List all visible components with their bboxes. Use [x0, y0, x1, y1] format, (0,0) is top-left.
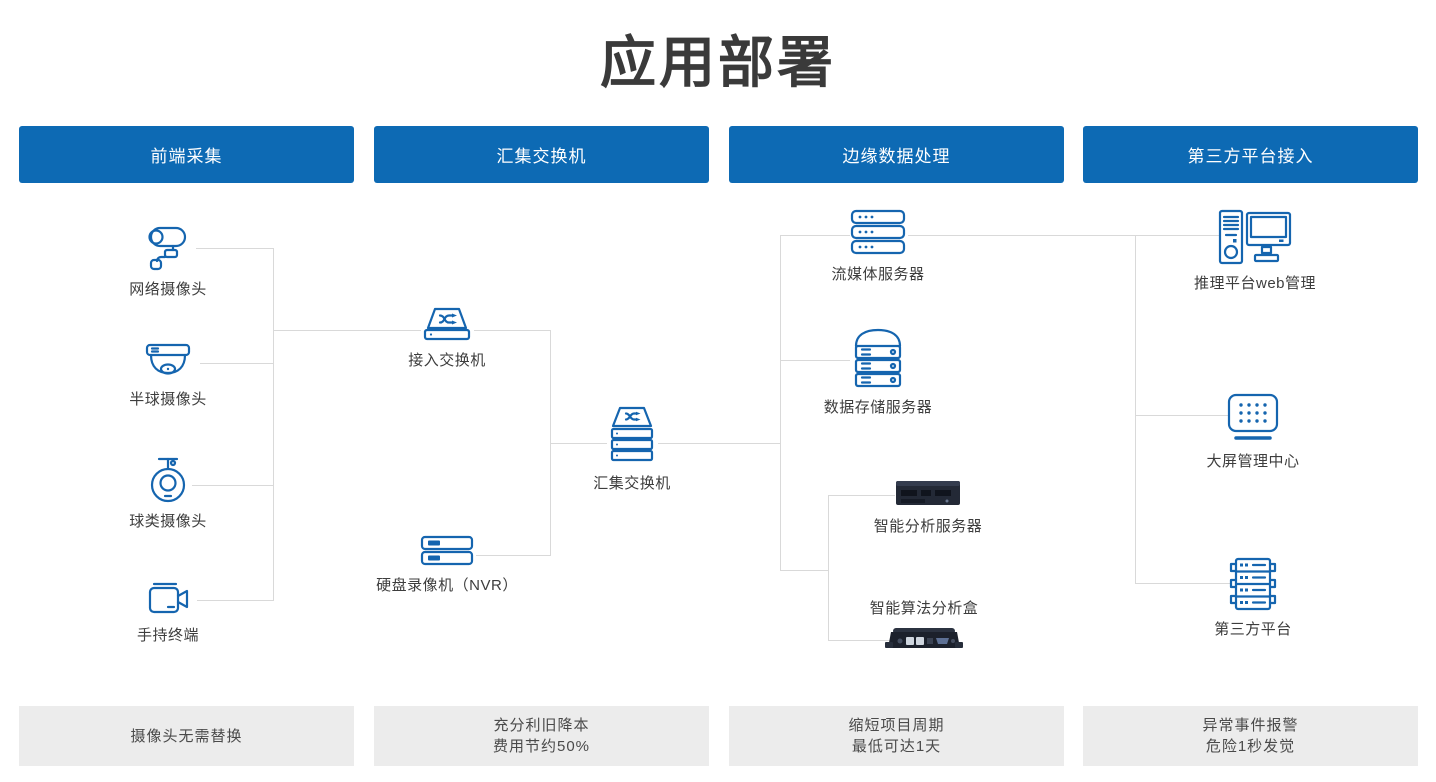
footer-line: 最低可达1天 — [851, 738, 942, 755]
node-label: 智能分析服务器 — [873, 518, 983, 535]
connector-line — [1135, 583, 1230, 584]
rack-server-photo — [896, 481, 960, 505]
connector-line — [273, 248, 274, 601]
node-label: 汇集交换机 — [593, 475, 671, 492]
node-analysis-box: 智能算法分析盒 — [864, 597, 984, 655]
connector-line — [828, 495, 829, 641]
led-wall-icon — [1227, 393, 1279, 440]
node-access-switch: 接入交换机 — [395, 305, 499, 370]
connector-line — [200, 363, 273, 364]
connector-line — [780, 235, 850, 236]
node-handheld-terminal: 手持终端 — [118, 580, 218, 645]
node-label: 手持终端 — [136, 627, 199, 644]
footer-project-cycle: 缩短项目周期 最低可达1天 — [729, 706, 1064, 766]
stage-header-frontend-collection: 前端采集 — [19, 126, 354, 183]
stage-header-label: 第三方平台接入 — [1187, 147, 1314, 166]
stage-header-label: 汇集交换机 — [496, 147, 587, 166]
video-camera-icon — [148, 582, 189, 614]
node-aggregation-switch: 汇集交换机 — [580, 406, 684, 493]
node-nvr: 硬盘录像机（NVR） — [375, 535, 519, 595]
node-label: 硬盘录像机（NVR） — [376, 577, 518, 594]
node-analysis-server: 智能分析服务器 — [873, 477, 983, 536]
server-icon — [850, 209, 906, 255]
stage-header-label: 前端采集 — [150, 147, 223, 166]
connector-line — [197, 600, 273, 601]
footer-line: 危险1秒发觉 — [1205, 738, 1296, 755]
connector-line — [550, 443, 607, 444]
dome-camera-icon — [145, 343, 191, 375]
node-network-camera: 网络摄像头 — [118, 224, 218, 299]
node-inference-platform: 推理平台web管理 — [1192, 208, 1318, 293]
connector-line — [658, 443, 780, 444]
connector-line — [828, 640, 892, 641]
node-label: 流媒体服务器 — [831, 266, 925, 283]
footer-line: 费用节约50% — [492, 738, 591, 755]
node-label: 数据存储服务器 — [823, 399, 933, 416]
rack-icon — [1229, 557, 1277, 611]
connector-line — [192, 485, 273, 486]
footer-line: 摄像头无需替换 — [130, 727, 243, 745]
footer-line: 充分利旧降本 — [493, 717, 590, 734]
node-label: 半球摄像头 — [129, 391, 207, 408]
footer-line: 异常事件报警 — [1202, 717, 1299, 734]
connector-line — [780, 360, 850, 361]
node-label: 智能算法分析盒 — [869, 600, 979, 617]
stage-header-label: 边缘数据处理 — [842, 147, 951, 166]
node-label: 大屏管理中心 — [1206, 453, 1300, 470]
nvr-icon — [420, 535, 474, 566]
connector-line — [1135, 415, 1228, 416]
node-label: 接入交换机 — [408, 352, 486, 369]
node-label: 推理平台web管理 — [1193, 275, 1317, 292]
connector-line — [474, 330, 550, 331]
ptz-camera-icon — [150, 457, 186, 503]
node-dome-camera: 半球摄像头 — [118, 342, 218, 409]
edge-box-photo — [885, 628, 963, 648]
node-ball-camera: 球类摄像头 — [118, 456, 218, 531]
connector-line — [828, 495, 895, 496]
stage-header-aggregation-switch: 汇集交换机 — [374, 126, 709, 183]
storage-server-icon — [854, 328, 902, 388]
node-label: 球类摄像头 — [129, 513, 207, 530]
connector-line — [273, 330, 421, 331]
switch-icon — [423, 307, 471, 341]
stage-header-third-party-access: 第三方平台接入 — [1083, 126, 1418, 183]
node-label: 第三方平台 — [1214, 621, 1292, 638]
stacked-switch-icon — [610, 406, 654, 462]
footer-line: 缩短项目周期 — [848, 717, 945, 734]
connector-line — [780, 235, 781, 571]
connector-line — [780, 570, 828, 571]
footer-cost-saving: 充分利旧降本 费用节约50% — [374, 706, 709, 766]
connector-line — [196, 248, 273, 249]
node-screen-center: 大屏管理中心 — [1201, 392, 1305, 471]
node-storage-server: 数据存储服务器 — [823, 326, 933, 417]
node-third-party: 第三方平台 — [1201, 556, 1305, 639]
workstation-icon — [1218, 209, 1292, 265]
connector-line — [476, 555, 550, 556]
node-streaming-server: 流媒体服务器 — [826, 209, 930, 284]
footer-camera-reuse: 摄像头无需替换 — [19, 706, 354, 766]
node-label: 网络摄像头 — [129, 281, 207, 298]
connector-line — [908, 235, 1220, 236]
page-title: 应用部署 — [600, 31, 836, 94]
bullet-camera-icon — [148, 226, 187, 271]
connector-line — [1135, 235, 1136, 584]
stage-header-edge-processing: 边缘数据处理 — [729, 126, 1064, 183]
footer-event-alarm: 异常事件报警 危险1秒发觉 — [1083, 706, 1418, 766]
